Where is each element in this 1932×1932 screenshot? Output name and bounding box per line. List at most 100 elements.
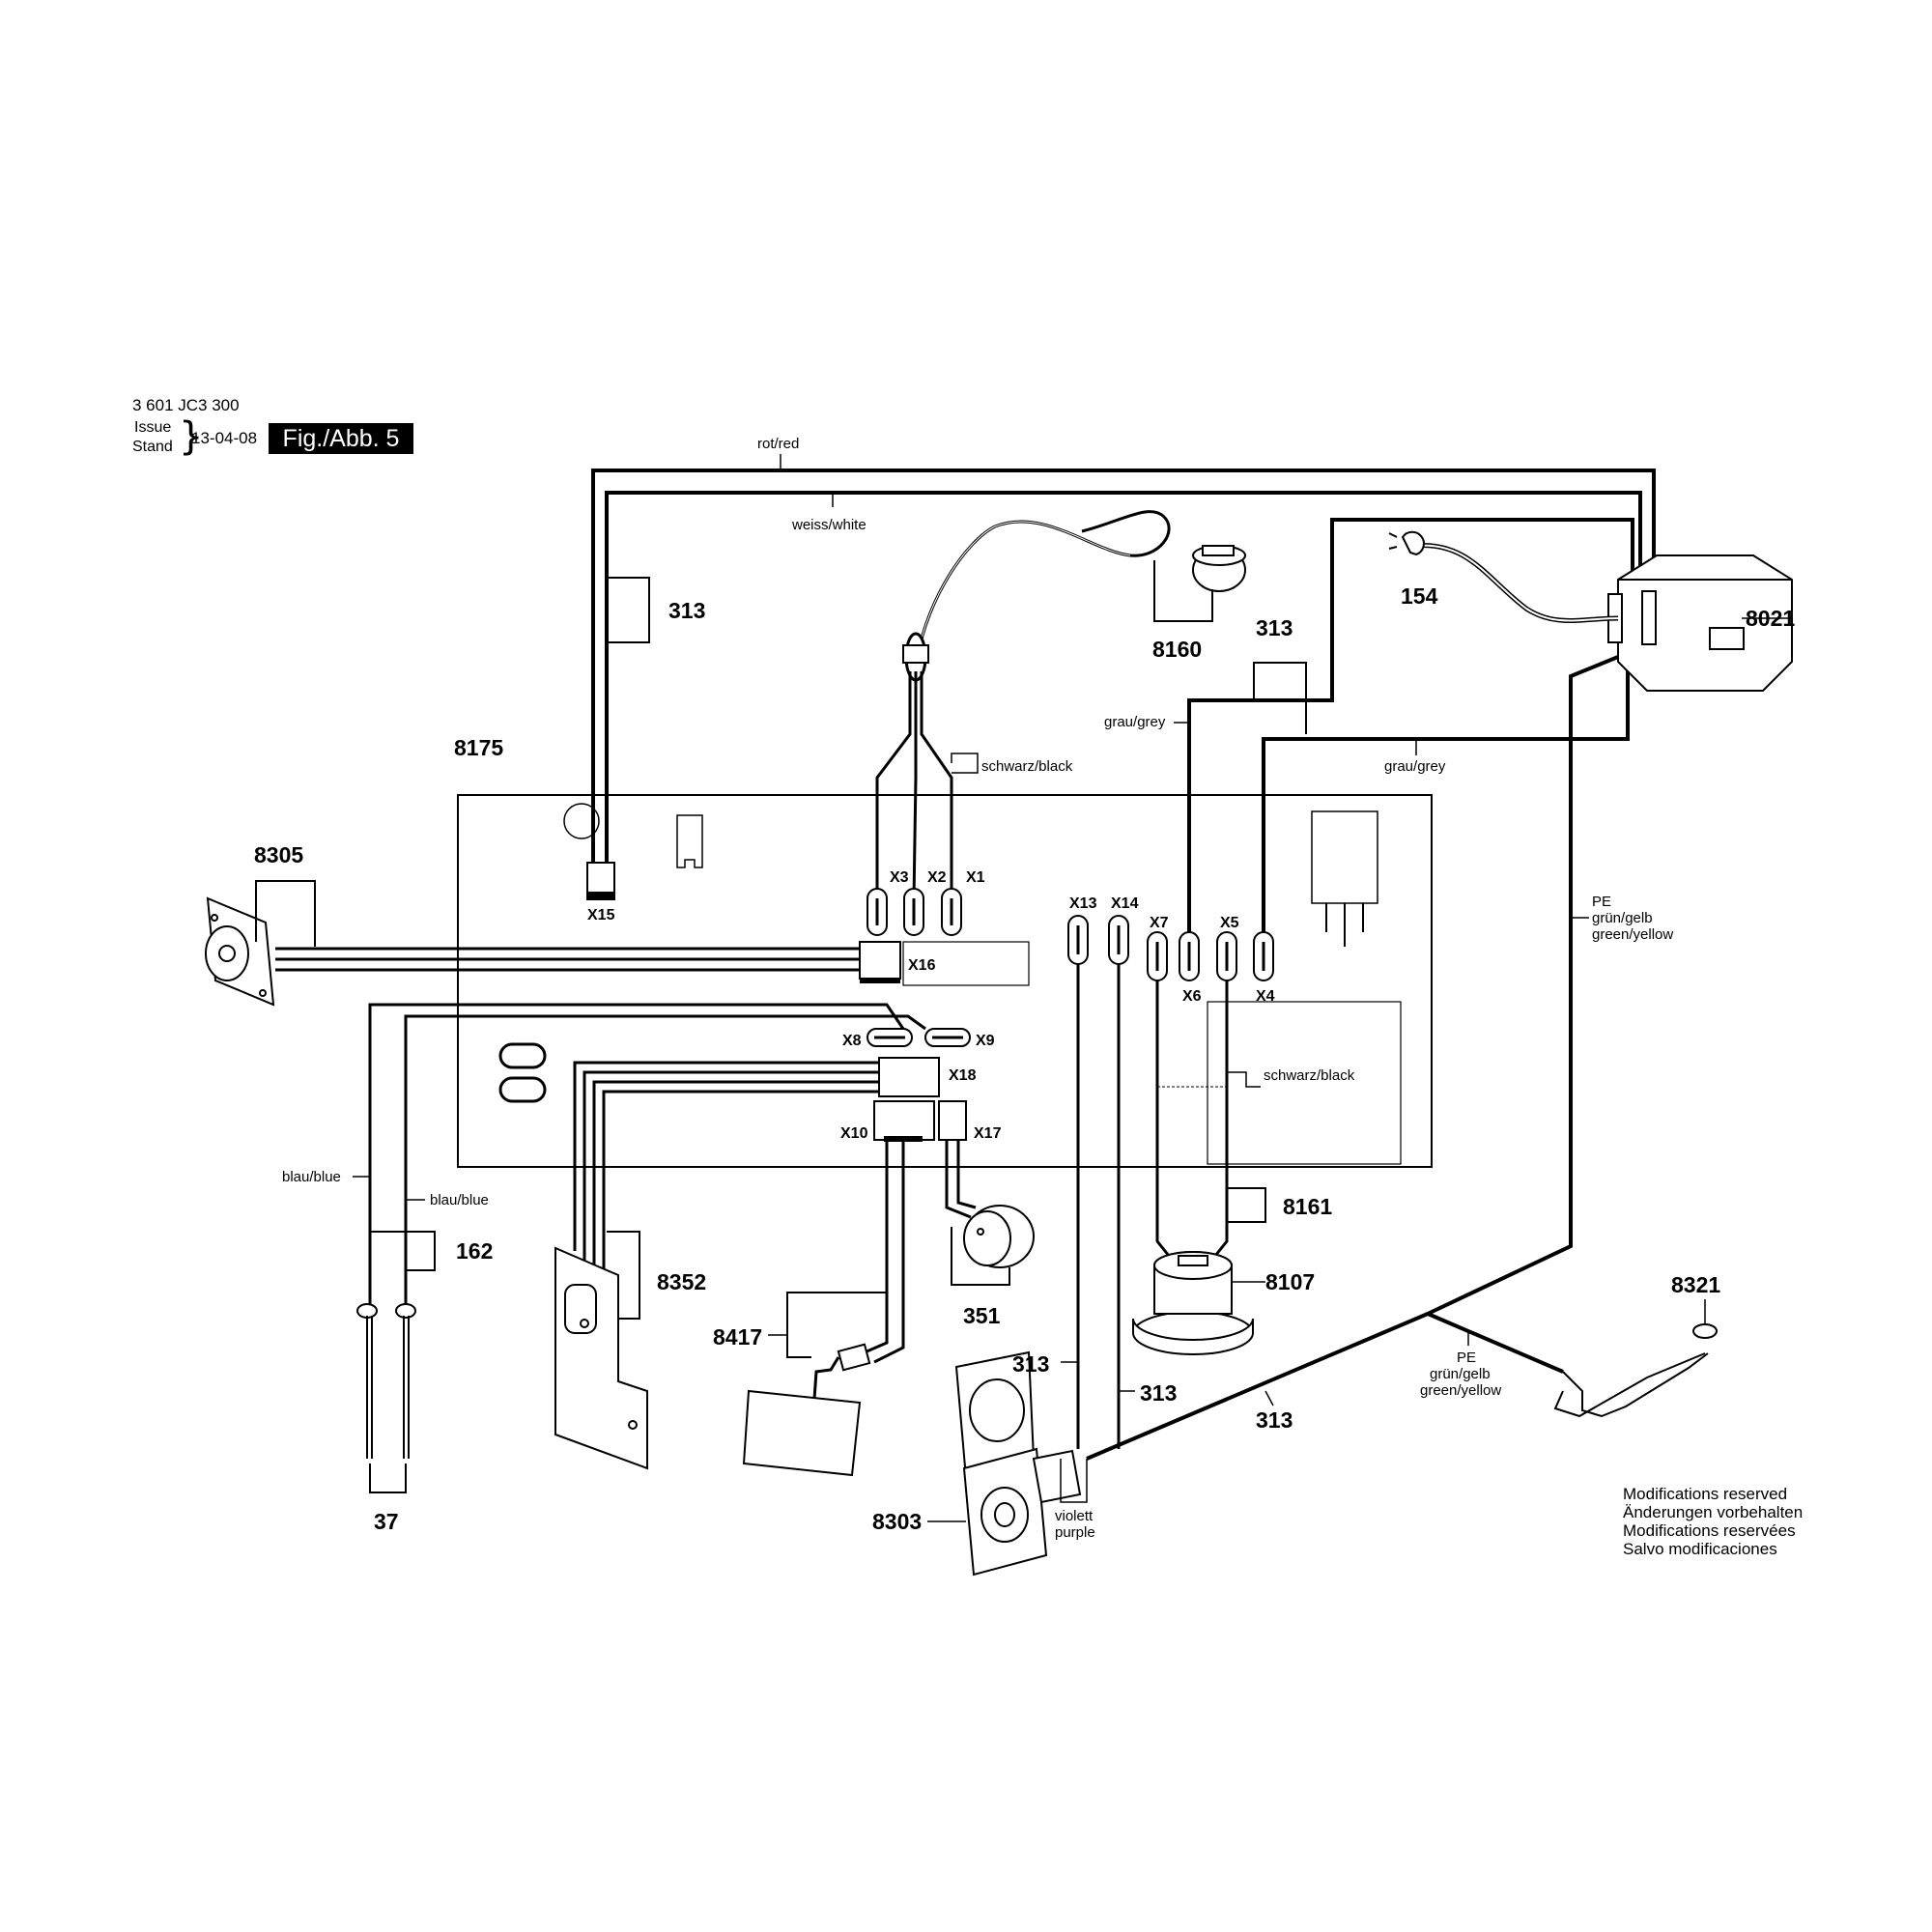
wire-label-violet-en: purple [1055,1524,1095,1541]
note-line: Salvo modificaciones [1623,1540,1777,1558]
wire-351-a [945,1140,972,1219]
note-line: Modifications reservées [1623,1521,1796,1540]
wire-pe-upper [1423,655,1619,1374]
part-8417: 8417 [713,1324,762,1350]
ground-strap-8321-eye [1692,1323,1718,1339]
label-x15: X15 [587,907,615,923]
bracket-8417 [786,1292,887,1358]
x16-connector [859,941,901,980]
wire-motor-x5 [1213,980,1229,1257]
x10-connector [873,1100,935,1141]
bracket-8352 [607,1231,640,1320]
board-component [676,814,703,868]
wire-label-pe1-de: grün/gelb [1592,910,1653,926]
label-x8: X8 [842,1033,862,1049]
bracket-8160 [1153,560,1213,622]
wire-351-b [956,1140,977,1209]
wire-black-x2 [912,671,918,901]
wire-pe-lower [1086,1312,1429,1461]
label-x7: X7 [1150,915,1169,931]
label-x9: X9 [976,1033,995,1049]
wire-label-red: rot/red [757,436,799,452]
label-x10: X10 [840,1125,868,1142]
x18-connector [878,1057,940,1097]
note-line: Modifications reserved [1623,1485,1788,1503]
label-x3: X3 [890,869,909,886]
label-x13: X13 [1069,895,1097,912]
component-8305 [205,896,275,1007]
issue-brace: } [179,414,204,459]
part-313-mid: 313 [1256,615,1293,640]
wire-blue-1 [368,1003,905,1309]
wire-8417-a [864,1142,889,1354]
bracket-8305 [255,880,316,947]
wire-grey-left [1187,518,1634,932]
control-board-outline [457,794,1433,1168]
board-hole [563,803,600,839]
label-x18: X18 [949,1067,977,1084]
x16-label-area [902,941,1030,986]
label-leader [1060,1459,1088,1503]
panel-8417 [742,1389,862,1477]
wire-blue-2 [404,1014,926,1309]
plug-154 [1401,530,1425,556]
bracket-162 [370,1231,436,1271]
part-8352: 8352 [657,1269,706,1294]
part-8160: 8160 [1152,637,1202,662]
wire-label-black-top: schwarz/black [981,758,1073,775]
sensor-cable-8160-inner [917,521,1131,658]
x17-connector [938,1100,967,1141]
board-screw-slot [498,1042,547,1103]
wire-8352-3 [592,1080,879,1267]
plug-154-pin [1388,546,1398,550]
wire-motor-x7 [1155,980,1171,1257]
part-313-a: 313 [1012,1351,1049,1377]
label-x14: X14 [1111,895,1139,912]
wire-label-blue-1: blau/blue [282,1169,341,1185]
label-x17: X17 [974,1125,1002,1142]
part-162: 162 [456,1238,493,1264]
component-8352 [554,1246,648,1470]
wire-grey-right [1262,652,1630,932]
issue-date: 13-04-08 [191,429,258,447]
modifications-note: Modifications reserved Änderungen vorbeh… [1623,1485,1803,1558]
part-313-top: 313 [668,598,705,623]
label-leader [1227,1071,1261,1088]
label-x2: X2 [927,869,947,886]
part-8175: 8175 [454,735,503,760]
sensor-cable-8160 [916,510,1171,658]
wire-8417-b [873,1142,905,1364]
bracket-37 [369,1463,407,1493]
part-8303: 8303 [872,1509,922,1534]
wire-8352-4 [602,1090,879,1273]
plug-8417 [837,1343,871,1372]
doc-number: 3 601 JC3 300 [132,396,240,414]
buzzer-351 [963,1205,1035,1268]
right-connectors [1067,915,1274,981]
bracket-8161 [1227,1187,1266,1223]
wire-white [605,491,1642,867]
bracket-313-top [607,577,650,643]
x15-connector-base [587,892,614,899]
ferrite-sleeve [902,644,929,664]
figure-badge: Fig./Abb. 5 [269,423,413,454]
label-leader [951,753,979,774]
ground-strap-8321 [1553,1352,1709,1418]
note-line: Änderungen vorbehalten [1623,1503,1804,1521]
label-x4: X4 [1256,988,1275,1005]
wire-label-pe1: PE [1592,894,1611,910]
wire-black-x1 [920,671,953,900]
label-x6: X6 [1182,988,1202,1005]
part-154: 154 [1401,583,1438,609]
wire-label-pe2: PE [1457,1350,1476,1366]
wire-red [591,469,1656,867]
wire-label-pe2-en: green/yellow [1420,1382,1501,1399]
part-8321: 8321 [1671,1272,1720,1297]
part-37: 37 [374,1509,399,1534]
wire-8352-1 [573,1061,879,1251]
wire-label-pe1-en: green/yellow [1592,926,1673,943]
board-relay [1311,810,1378,904]
power-cord-154-inner [1414,544,1619,622]
screws-37 [356,1303,416,1459]
